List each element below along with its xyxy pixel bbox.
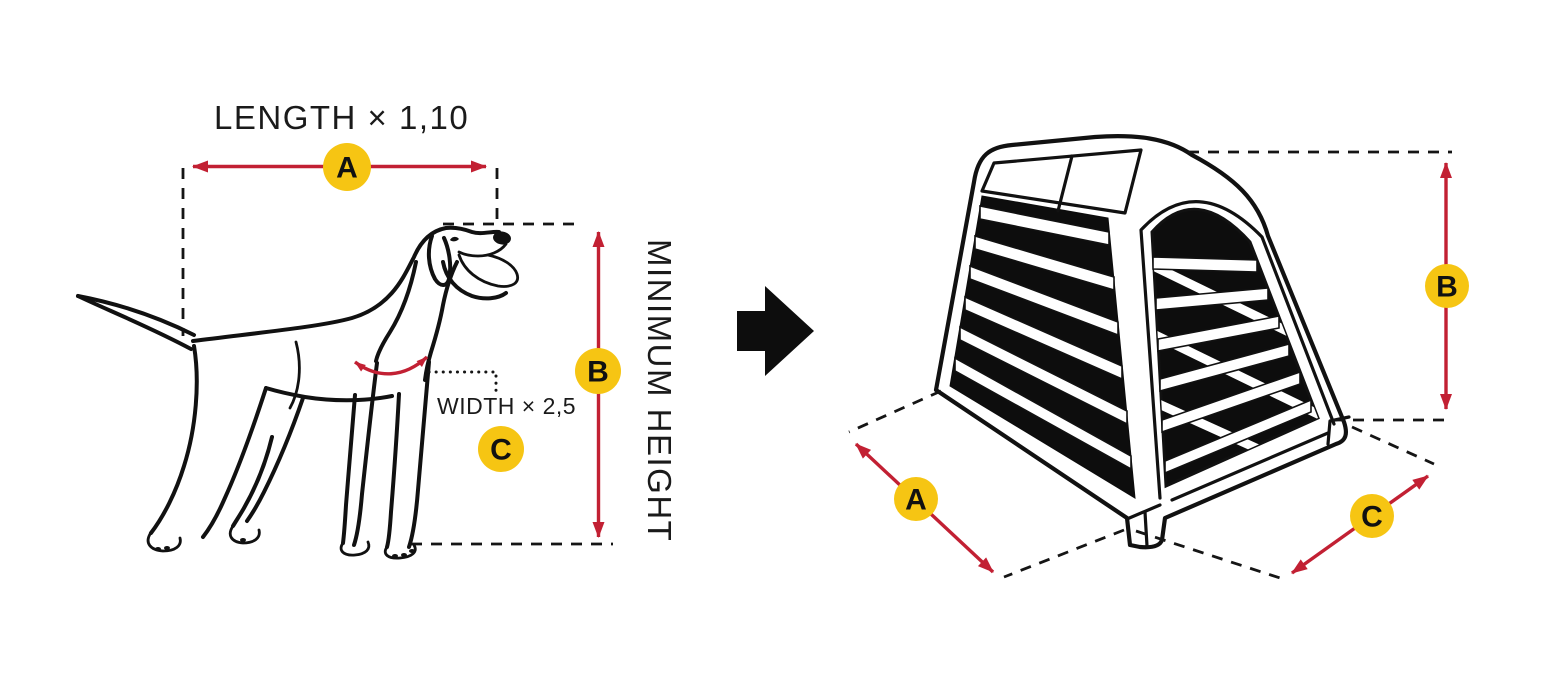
crate-width-guide-back: [1351, 425, 1435, 466]
slat: [979, 205, 1110, 246]
dog-toe: [409, 549, 415, 553]
dog-toe: [401, 553, 407, 557]
dog-neck-back-line: [374, 260, 418, 363]
crate-length-guide-front: [1003, 528, 1125, 579]
crate-figure: A B C: [848, 133, 1469, 580]
dog-height-marker-label: B: [587, 356, 609, 389]
dog-toe: [164, 546, 170, 550]
dog-illustration: [76, 225, 520, 560]
crate-width-marker-label: C: [1361, 501, 1383, 534]
dog-toe: [240, 538, 246, 542]
dog-front-leg-far-front: [352, 361, 379, 547]
crate-front-leg-edge: [1143, 510, 1149, 548]
slat: [1157, 315, 1280, 352]
min-height-label: MINIMUM HEIGHT: [641, 239, 678, 542]
slat: [974, 234, 1115, 292]
crate-length-guide-back: [848, 389, 942, 434]
dog-eye: [450, 236, 459, 242]
crate-width-marker-circle: [1350, 494, 1394, 538]
dog-hind-leg-far-back: [231, 435, 274, 528]
crate-base-rail: [1170, 431, 1330, 502]
slat: [959, 325, 1128, 426]
crate-width-guide-front: [1135, 529, 1281, 580]
crate-illustration: [933, 133, 1351, 550]
dog-tail-top: [76, 294, 196, 337]
dog-hind-leg-far-front: [245, 396, 305, 523]
dog-belly-line: [264, 386, 394, 403]
dog-toe: [392, 554, 398, 558]
crate-roof-seam: [1056, 154, 1074, 213]
slat: [969, 264, 1119, 337]
dog-lower-jaw: [441, 260, 508, 301]
dog-length-marker-circle: [323, 143, 371, 191]
length-formula-label: LENGTH × 1,10: [214, 99, 469, 136]
dog-front-foot-far: [339, 540, 371, 557]
crate-height-marker-circle: [1425, 264, 1469, 308]
dog-upper-lip: [457, 242, 508, 258]
dog-length-marker-label: A: [336, 152, 358, 185]
dog-ear: [426, 234, 453, 287]
dog-tongue: [457, 253, 520, 288]
slat: [964, 295, 1123, 381]
dog-toe: [155, 547, 161, 551]
crate-length-marker-circle: [894, 477, 938, 521]
crate-roof: [980, 148, 1143, 215]
dog-front-leg-near-front: [407, 360, 431, 549]
dog-girth-arrow: [353, 355, 429, 376]
dog-tail-bottom: [76, 294, 193, 351]
width-dotted-leader: [427, 370, 498, 398]
crate-length-marker-label: A: [905, 484, 927, 517]
dog-front-foot-near: [383, 543, 417, 560]
dog-back-outline: [191, 225, 501, 343]
dog-width-marker-circle: [478, 426, 524, 472]
slat: [1155, 287, 1269, 311]
crate-side-slats: [954, 205, 1132, 471]
slat: [1161, 370, 1301, 434]
crate-rear-foot: [1326, 415, 1351, 446]
width-formula-label: WIDTH × 2,5: [437, 393, 576, 419]
slat: [1159, 342, 1290, 393]
dog-hind-leg-near-front: [201, 386, 268, 539]
slat: [1164, 398, 1312, 475]
dog-front-leg-far-back: [341, 393, 357, 545]
dog-hind-foot-near: [146, 532, 182, 553]
crate-door-bars: [1152, 256, 1312, 475]
dog-width-marker-label: C: [490, 434, 512, 467]
dog-thigh-line: [288, 340, 301, 410]
dog-height-marker-circle: [575, 348, 621, 394]
dog-figure: LENGTH × 1,10 A B MINIMUM HEIGHT: [76, 99, 678, 560]
dog-hind-foot-far: [228, 524, 261, 545]
slat: [1152, 256, 1258, 273]
crate-height-marker-label: B: [1436, 271, 1458, 304]
right-arrow-icon: [737, 286, 814, 376]
dog-hind-leg-near-back: [149, 344, 199, 535]
crate-door-frame: [1139, 200, 1336, 500]
dog-front-leg-near-back: [385, 392, 401, 549]
dog-nose: [493, 231, 511, 245]
slat: [954, 356, 1132, 471]
